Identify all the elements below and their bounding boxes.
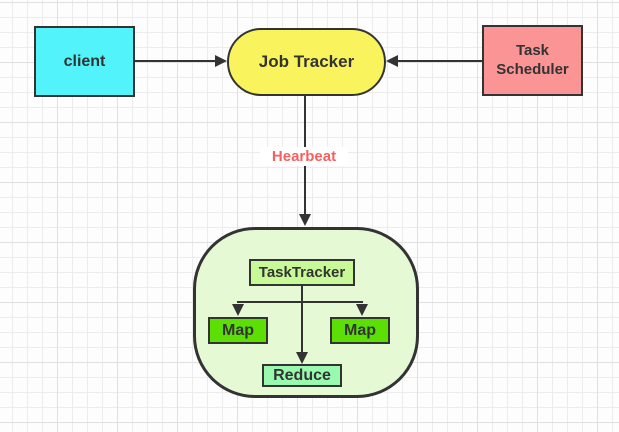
node-map-right-label: Map (344, 321, 376, 339)
edge-tasktracker-branch (237, 301, 363, 303)
heartbeat-label: Hearbeat (260, 147, 348, 166)
node-reduce-label: Reduce (273, 366, 331, 384)
arrowhead-right-icon (215, 55, 227, 67)
node-client: client (34, 26, 135, 97)
arrowhead-down-icon (296, 352, 308, 364)
node-map-right: Map (330, 317, 390, 344)
node-map-left-label: Map (222, 321, 254, 339)
node-task-scheduler-label: Task Scheduler (496, 41, 569, 78)
arrowhead-left-icon (386, 55, 398, 67)
edge-tasktracker-to-reduce (301, 286, 303, 352)
edge-scheduler-to-jobtracker (398, 60, 482, 62)
edge-client-to-jobtracker (135, 60, 217, 62)
node-tasktracker-label: TaskTracker (258, 264, 346, 281)
node-map-left: Map (208, 317, 268, 344)
arrowhead-down-icon (232, 304, 244, 316)
node-job-tracker: Job Tracker (227, 28, 386, 96)
arrowhead-down-icon (299, 214, 311, 226)
arrowhead-down-icon (356, 304, 368, 316)
node-job-tracker-label: Job Tracker (258, 52, 355, 71)
node-client-label: client (63, 52, 106, 70)
node-task-scheduler: Task Scheduler (482, 25, 583, 96)
node-reduce: Reduce (262, 364, 342, 387)
node-tasktracker: TaskTracker (249, 259, 355, 286)
